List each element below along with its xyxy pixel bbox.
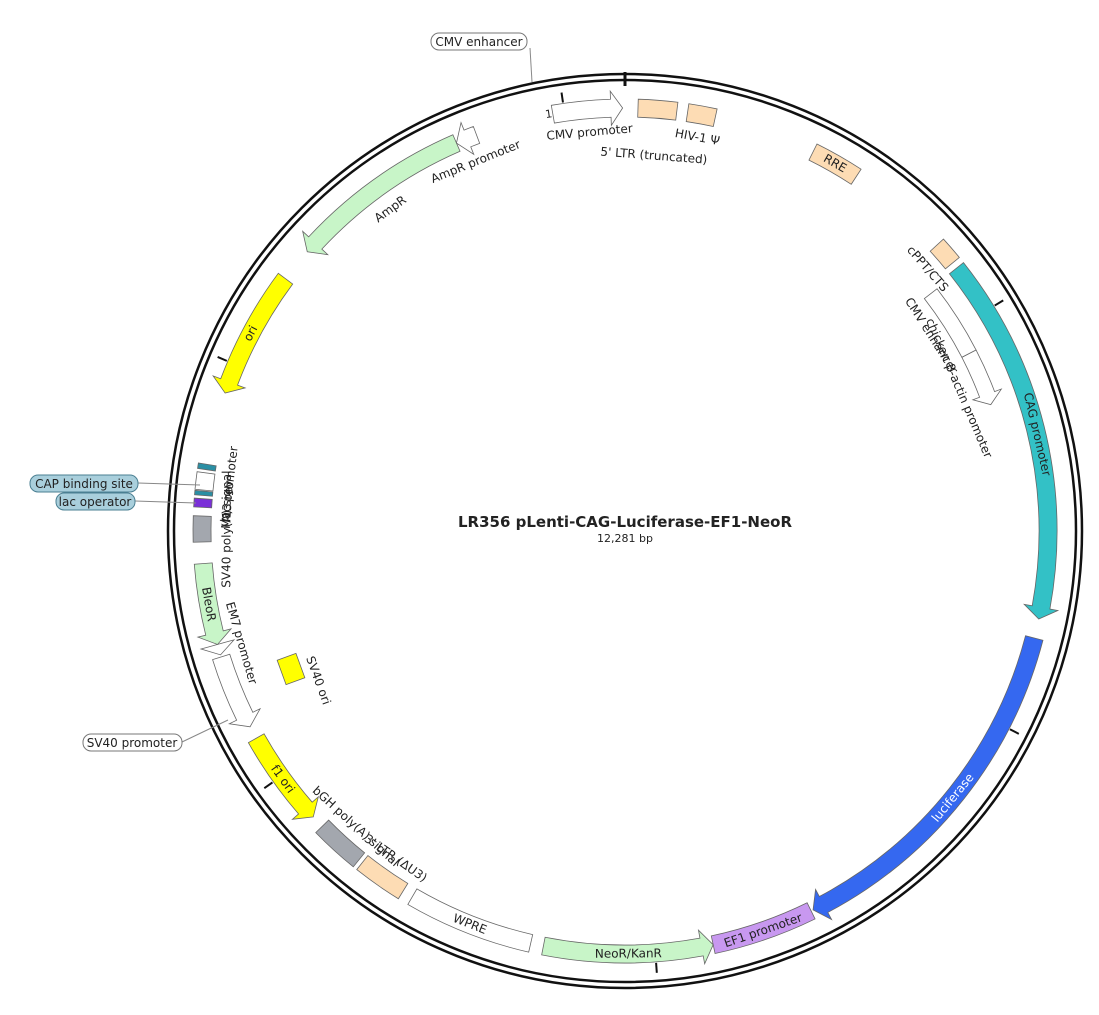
ampr-promoter-arc xyxy=(456,121,481,156)
m13-rev-arc xyxy=(193,497,213,509)
bgh-arc xyxy=(315,819,366,868)
lac-promoter-label: lac promoter xyxy=(218,445,241,523)
tick-mark xyxy=(1009,728,1020,735)
neor-arc xyxy=(541,929,714,966)
wpre-arc xyxy=(407,888,534,953)
luciferase-label: luciferase xyxy=(929,771,977,825)
cmv-promoter-top-arc xyxy=(550,89,624,127)
em7-promoter-arc xyxy=(199,639,236,656)
lac-promoter-arc xyxy=(194,471,216,492)
backbone-inner xyxy=(172,78,1078,984)
plasmid-title: LR356 pLenti-CAG-Luciferase-EF1-NeoR xyxy=(458,513,792,531)
sv40-ori-box xyxy=(276,652,306,686)
ori-label: ori xyxy=(241,323,261,343)
neor-label: NeoR/KanR xyxy=(595,946,662,961)
lac-operator-callout-label: lac operator xyxy=(59,495,132,509)
rre-arc xyxy=(808,143,862,185)
chicken-actin-arc xyxy=(961,349,1003,406)
sv40-promoter-arc xyxy=(212,653,262,728)
ltr3-arc xyxy=(356,854,409,900)
cap-binding-callout-label: CAP binding site xyxy=(35,477,133,491)
ltr5-arc xyxy=(637,98,679,121)
cag-promoter-label: CAG promoter xyxy=(1021,391,1054,477)
cmv-enhancer-callout-label: CMV enhancer xyxy=(435,35,522,49)
m13-rev-label: M13 rev xyxy=(219,480,236,529)
cap-binding-callout: CAP binding site xyxy=(29,474,201,493)
ampr-arc xyxy=(302,134,461,256)
tick-mark xyxy=(655,962,658,973)
sv40-promoter-callout: SV40 promoter xyxy=(82,719,229,752)
lac-operator-arc xyxy=(194,489,214,497)
tick-mark xyxy=(217,356,228,362)
cppt-arc xyxy=(929,238,960,270)
backbone-outer xyxy=(166,72,1084,990)
hiv1-psi-arc xyxy=(685,103,718,127)
cap-site-arc xyxy=(197,462,217,472)
sv40-polya-label: SV40 poly(A) signal xyxy=(219,470,234,587)
bleor-arc xyxy=(193,562,233,645)
tick-mark xyxy=(994,299,1004,307)
cmv-enhancer-callout: CMV enhancer xyxy=(430,32,533,83)
sv40-ori-label: SV40 ori xyxy=(303,654,333,706)
tick-mark xyxy=(263,781,274,790)
bleor-label: BleoR xyxy=(199,586,219,623)
cmv-promoter-top-label: CMV promoter xyxy=(546,121,633,143)
sv40-ori-feature xyxy=(276,652,306,686)
sv40-promoter-callout-label: SV40 promoter xyxy=(87,736,178,750)
f1-ori-arc xyxy=(247,733,320,820)
ori-arc xyxy=(212,272,294,394)
feature-group xyxy=(192,89,1060,966)
hiv1-psi-label: HIV-1 Ψ xyxy=(674,126,721,148)
plasmid-length: 12,281 bp xyxy=(597,532,653,545)
ltr5-label: 5' LTR (truncated) xyxy=(600,145,708,167)
tick-mark xyxy=(560,92,564,103)
luciferase-arc xyxy=(812,635,1044,921)
lac-operator-callout: lac operator xyxy=(55,492,197,511)
sv40-polya-arc xyxy=(192,515,212,543)
cag-promoter-arc xyxy=(948,262,1060,620)
